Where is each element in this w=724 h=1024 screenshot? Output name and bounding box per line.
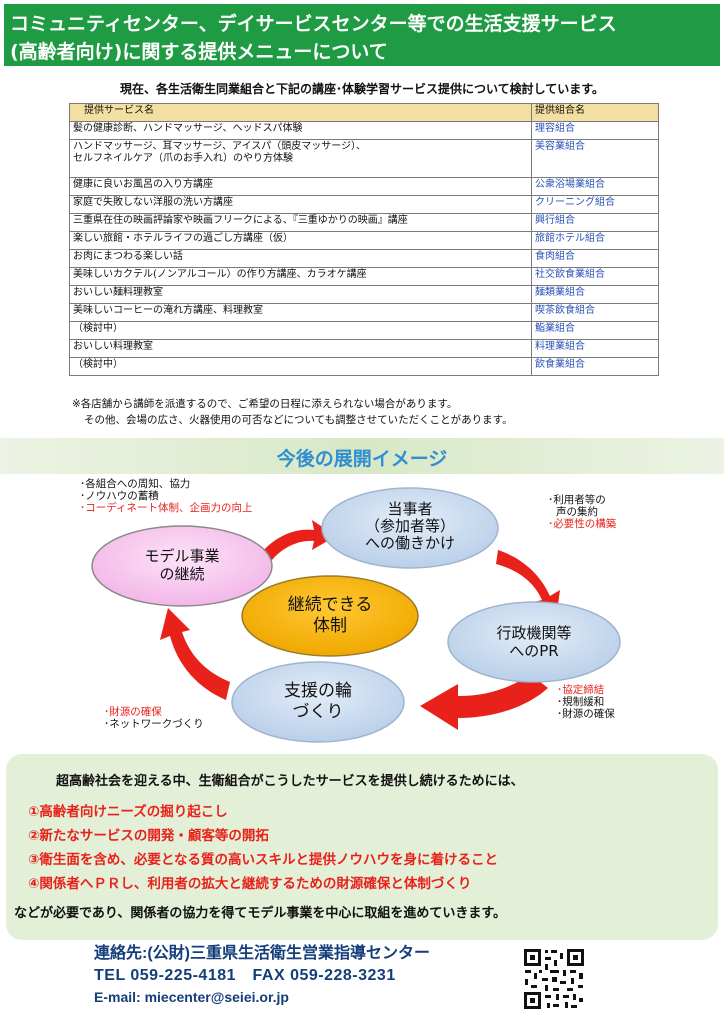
table-row: 三重県在住の映画評論家や映画フリークによる、『三重ゆかりの映画』講座興行組合 (69, 213, 659, 232)
summary-box: 超高齢社会を迎える中、生衛組合がこうしたサービスを提供し続けるためには、 ①高齢… (6, 754, 718, 940)
cycle-arrows (160, 520, 560, 730)
table-row: 美味しいコーヒーの淹れ方講座、料理教室喫茶飲食組合 (69, 303, 659, 322)
union-cell: 飲食業組合 (531, 357, 659, 376)
table-row: 健康に良いお風呂の入り方講座公衆浴場業組合 (69, 177, 659, 196)
union-cell: 興行組合 (531, 213, 659, 232)
union-cell: 食肉組合 (531, 249, 659, 268)
service-cell: 家庭で失敗しない洋服の洗い方講座 (69, 195, 532, 214)
development-cycle-diagram: ･各組合への周知、協力 ･ノウハウの蓄積 ･コーディネート体制、企画力の向上 ･… (0, 474, 724, 746)
node-support-label: 支援の輪 づくり (284, 681, 352, 722)
title-line-1: コミュニティセンター、デイサービスセンター等での生活支援サービス (10, 13, 617, 35)
table-row: 楽しい旅館・ホテルライフの過ごし方講座（仮）旅館ホテル組合 (69, 231, 659, 250)
service-cell: 楽しい旅館・ホテルライフの過ごし方講座（仮） (69, 231, 532, 250)
union-cell: 美容業組合 (531, 139, 659, 178)
arrow-admin-to-support (420, 674, 548, 730)
union-cell: 理容組合 (531, 121, 659, 140)
service-cell: おいしい料理教室 (69, 339, 532, 358)
notes-bottom-left: ･財源の確保 ･ネットワークづくり (104, 706, 204, 730)
table-row: おいしい料理教室料理業組合 (69, 339, 659, 358)
arrow-support-to-model (160, 608, 230, 700)
notes-bottom-right: ･協定締結 ･規制緩和 ･財源の確保 (557, 684, 615, 720)
qr-code (523, 948, 585, 1010)
summary-point-2: ②新たなサービスの開発・顧客等の開拓 (28, 828, 269, 844)
service-cell: 健康に良いお風呂の入り方講座 (69, 177, 532, 196)
node-center-label: 継続できる 体制 (287, 595, 373, 636)
union-cell: 料理業組合 (531, 339, 659, 358)
node-center-shape (241, 575, 419, 657)
section-title: 今後の展開イメージ (276, 448, 448, 470)
union-cell: 喫茶飲食組合 (531, 303, 659, 322)
service-menu-table: 提供サービス名 提供組合名 髪の健康診断、ハンドマッサージ、ヘッドスパ体験理容組… (69, 103, 659, 376)
summary-point-4: ④関係者へＰＲし、利用者の拡大と継続するための財源確保と体制づくり (28, 876, 472, 892)
table-row: おいしい麺料理教室麺類業組合 (69, 285, 659, 304)
node-stakeholder-shape (321, 487, 499, 569)
table-notes: ※各店舗から講師を派遣するので、ご希望の日程に添えられない場合があります。 その… (72, 396, 513, 428)
table-row: ハンドマッサージ、耳マッサージ、アイスパ（頭皮マッサージ）、 セルフネイルケア（… (69, 139, 659, 178)
contact-email: E-mail: miecenter@seiei.or.jp (94, 989, 289, 1005)
service-cell: 美味しいコーヒーの淹れ方講座、料理教室 (69, 303, 532, 322)
contact-block: 連絡先:(公財)三重県生活衛生営業指導センター TEL 059-225-4181… (94, 943, 430, 1007)
summary-point-3: ③衛生面を含め、必要となる質の高いスキルと提供ノウハウを身に着けること (28, 852, 499, 868)
contact-phone-fax: TEL 059-225-4181 FAX 059-228-3231 (94, 967, 396, 984)
summary-point-1: ①高齢者向けニーズの掘り起こし (28, 804, 228, 820)
header-service: 提供サービス名 (69, 103, 532, 122)
service-cell: （検討中） (69, 357, 532, 376)
service-cell: 髪の健康診断、ハンドマッサージ、ヘッドスパ体験 (69, 121, 532, 140)
union-cell: クリーニング組合 (531, 195, 659, 214)
table-row: 美味しいカクテル(ノンアルコール）の作り方講座、カラオケ講座社交飲食業組合 (69, 267, 659, 286)
notes-top-right: ･利用者等の 声の集約 ･必要性の構築 (548, 494, 617, 530)
table-row: 家庭で失敗しない洋服の洗い方講座クリーニング組合 (69, 195, 659, 214)
arrow-model-to-stakeholder (262, 520, 336, 560)
service-cell: （検討中） (69, 321, 532, 340)
header-union: 提供組合名 (531, 103, 659, 122)
node-model-label: モデル事業 の継続 (144, 547, 220, 583)
section-title-banner: 今後の展開イメージ (0, 438, 724, 474)
node-support-shape (231, 661, 405, 743)
union-cell: 公衆浴場業組合 (531, 177, 659, 196)
table-header-row: 提供サービス名 提供組合名 (69, 103, 659, 122)
node-model-shape (91, 525, 273, 607)
title-line-2: (高齢者向け)に関する提供メニューについて (10, 41, 388, 63)
table-row: 髪の健康診断、ハンドマッサージ、ヘッドスパ体験理容組合 (69, 121, 659, 140)
summary-closing: などが必要であり、関係者の協力を得てモデル事業を中心に取組を進めていきます。 (14, 906, 507, 921)
intro-text: 現在、各生活衛生同業組合と下記の講座･体験学習サービス提供について検討しています… (119, 82, 605, 96)
summary-lead: 超高齢社会を迎える中、生衛組合がこうしたサービスを提供し続けるためには、 (56, 774, 524, 789)
union-cell: 旅館ホテル組合 (531, 231, 659, 250)
note-line-2: その他、会場の広さ、火器使用の可否などについても調整させていただくことがあります… (84, 414, 513, 426)
document-title-banner: コミュニティセンター、デイサービスセンター等での生活支援サービス (高齢者向け)… (4, 4, 720, 66)
service-cell: 三重県在住の映画評論家や映画フリークによる、『三重ゆかりの映画』講座 (69, 213, 532, 232)
note-line-1: ※各店舗から講師を派遣するので、ご希望の日程に添えられない場合があります。 (72, 398, 458, 410)
node-stakeholder-label: 当事者 （参加者等） への働きかけ (364, 500, 455, 552)
table-row: （検討中）鮨業組合 (69, 321, 659, 340)
notes-top-left: ･各組合への周知、協力 ･ノウハウの蓄積 ･コーディネート体制、企画力の向上 (80, 478, 253, 514)
service-cell: お肉にまつわる楽しい話 (69, 249, 532, 268)
table-row: お肉にまつわる楽しい話食肉組合 (69, 249, 659, 268)
service-cell: 美味しいカクテル(ノンアルコール）の作り方講座、カラオケ講座 (69, 267, 532, 286)
node-admin-label: 行政機関等 へのPR (496, 624, 572, 660)
contact-org: 連絡先:(公財)三重県生活衛生営業指導センター (94, 945, 430, 962)
union-cell: 麺類業組合 (531, 285, 659, 304)
union-cell: 社交飲食業組合 (531, 267, 659, 286)
service-cell: おいしい麺料理教室 (69, 285, 532, 304)
table-row: （検討中）飲食業組合 (69, 357, 659, 376)
service-cell: ハンドマッサージ、耳マッサージ、アイスパ（頭皮マッサージ）、 セルフネイルケア（… (69, 139, 532, 178)
union-cell: 鮨業組合 (531, 321, 659, 340)
diagram-shapes (91, 487, 621, 743)
node-admin-shape (447, 601, 621, 683)
